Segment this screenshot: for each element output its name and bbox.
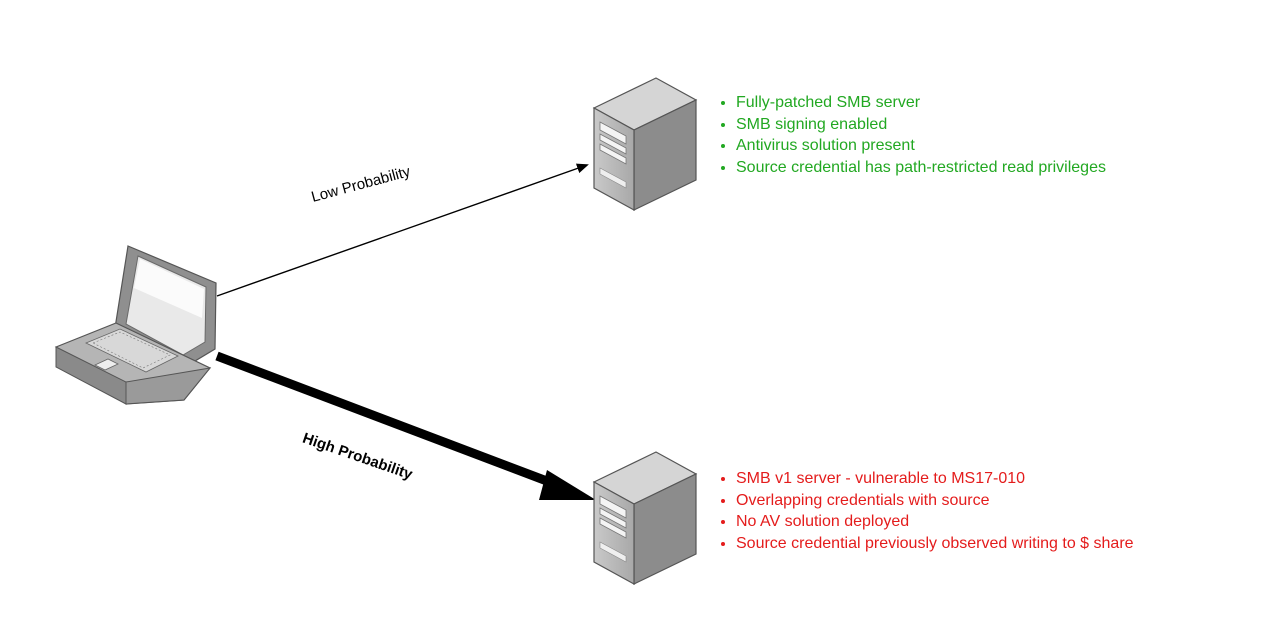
list-item: Overlapping credentials with source — [736, 490, 1134, 512]
list-item: SMB v1 server - vulnerable to MS17-010 — [736, 468, 1134, 490]
list-item: Source credential previously observed wr… — [736, 533, 1134, 555]
list-item: No AV solution deployed — [736, 511, 1134, 533]
server-icon — [592, 77, 698, 212]
list-item: Antivirus solution present — [736, 135, 1106, 157]
low-probability-connector — [216, 163, 589, 297]
high-probability-connector — [215, 351, 596, 500]
server-icon — [592, 451, 698, 586]
low-server-attributes: Fully-patched SMB server SMB signing ena… — [712, 92, 1106, 178]
list-item: Fully-patched SMB server — [736, 92, 1106, 114]
high-server-attributes: SMB v1 server - vulnerable to MS17-010 O… — [712, 468, 1134, 554]
laptop-icon — [54, 245, 217, 405]
list-item: Source credential has path-restricted re… — [736, 157, 1106, 179]
list-item: SMB signing enabled — [736, 114, 1106, 136]
